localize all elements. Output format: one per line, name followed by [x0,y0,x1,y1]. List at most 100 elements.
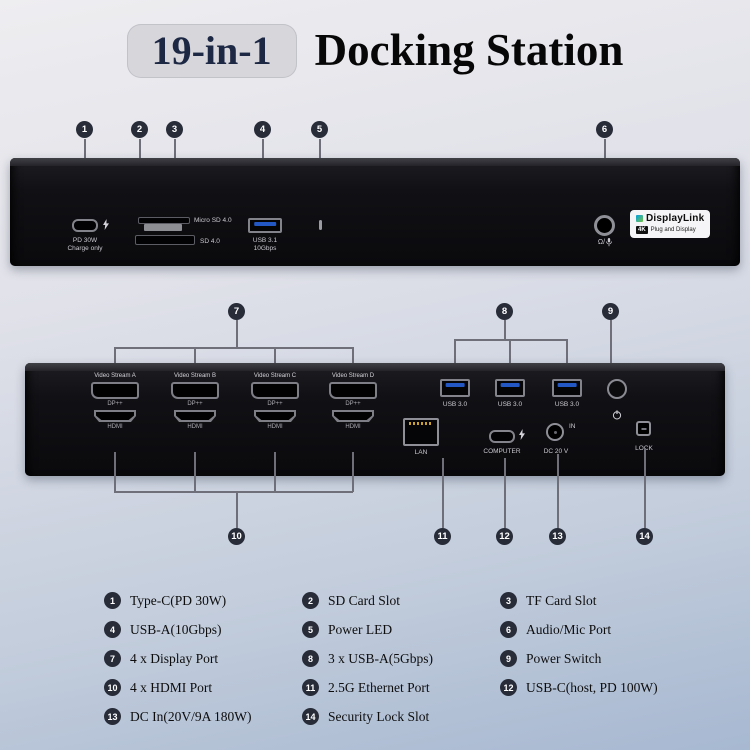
callout-8: 8 [496,303,513,320]
bracket-8-drop-b [509,339,511,380]
callout-13: 13 [549,528,566,545]
callout-14: 14 [636,528,653,545]
callout-bracket-7 [114,347,353,349]
hdmi-port-inner [176,412,214,420]
callout-5: 5 [311,121,328,138]
callout-line-13 [557,454,559,528]
usbc-pd-label: PD 30W Charge only [67,237,103,253]
legend-number: 1 [104,592,121,609]
usb31-label: USB 3.1 10Gbps [252,237,278,253]
power-switch-button [607,379,627,399]
callout-3: 3 [166,121,183,138]
sd-card-protruding [144,224,182,231]
lightning-bolt-icon [519,429,525,440]
legend-item-4: 4 USB-A(10Gbps) [104,621,302,638]
dock-back-view: Video Stream A DP++ HDMI Video Stream B … [25,363,725,476]
hdmi-port [254,410,296,422]
hdmi-port [174,410,216,422]
hdmi-label: HDMI [187,424,203,430]
callout-line-10 [236,491,238,528]
legend-item-14: 14 Security Lock Slot [302,708,500,725]
legend-item-12: 12 USB-C(host, PD 100W) [500,679,680,696]
video-stream-group-a: Video Stream A DP++ HDMI [85,373,145,432]
lock-label: LOCK [624,445,664,453]
usbc-pd-port [72,219,98,232]
legend-label: Power Switch [526,650,602,666]
hdmi-label: HDMI [345,424,361,430]
video-stream-group-c: Video Stream C DP++ HDMI [245,373,305,432]
legend-number: 12 [500,679,517,696]
dp-label: DP++ [345,401,361,407]
hdmi-port-inner [334,412,372,420]
legend-item-2: 2 SD Card Slot [302,592,500,609]
video-stream-label: Video Stream A [94,373,136,379]
dp-label: DP++ [187,401,203,407]
lan-label: LAN [414,449,428,456]
legend-number: 3 [500,592,517,609]
legend-label: 3 x USB-A(5Gbps) [328,650,434,666]
video-stream-group-b: Video Stream B DP++ HDMI [165,373,225,432]
usb3-port [552,379,582,397]
callout-9: 9 [602,303,619,320]
hdmi-port-inner [96,412,134,420]
legend-label: Security Lock Slot [328,708,430,724]
displaylink-tagline: Plug and Display [650,227,696,234]
callout-10: 10 [228,528,245,545]
legend-item-10: 10 4 x HDMI Port [104,679,302,696]
displaylink-logo [636,215,643,222]
count-badge: 19-in-1 [126,24,297,78]
legend-label: USB-C(host, PD 100W) [526,679,658,695]
legend-item-3: 3 TF Card Slot [500,592,680,609]
legend-item-7: 7 4 x Display Port [104,650,302,667]
dp-label: DP++ [107,401,123,407]
displaylink-brand-row: DisplayLink [636,213,704,224]
displaylink-tagline-row: 4K Plug and Display [636,226,704,235]
callout-bracket-8 [454,339,568,341]
callout-line-11 [442,458,444,528]
legend-label: Power LED [328,621,393,637]
legend-label: 2.5G Ethernet Port [328,679,430,695]
bracket-10-rise-d [352,452,354,492]
hdmi-port-inner [256,412,294,420]
ethernet-port [403,418,439,446]
displayport-port [91,382,139,399]
hdmi-label: HDMI [267,424,283,430]
hdmi-label: HDMI [107,424,123,430]
lightning-bolt-icon [103,219,109,230]
legend-number: 2 [302,592,319,609]
sd-label: SD 4.0 [200,238,220,245]
page-title: Docking Station [314,25,624,76]
usb-tongue [500,383,520,387]
legend-label: 4 x Display Port [130,650,219,666]
legend-number: 14 [302,708,319,725]
usb3-label: USB 3.0 [497,401,523,408]
audio-label: Ω/ [580,238,630,247]
callout-line-14 [644,448,646,528]
callout-line-12 [504,458,506,528]
legend-item-11: 11 2.5G Ethernet Port [302,679,500,696]
audio-jack-port [594,215,615,236]
legend-number: 7 [104,650,121,667]
usb-tongue [254,222,276,226]
usb-tongue [445,383,465,387]
video-stream-label: Video Stream D [331,373,375,379]
displayport-port [329,382,377,399]
legend-label: USB-A(10Gbps) [130,621,222,637]
legend-item-5: 5 Power LED [302,621,500,638]
legend-item-6: 6 Audio/Mic Port [500,621,680,638]
bracket-8-drop-c [566,339,568,380]
displaylink-badge: DisplayLink 4K Plug and Display [630,210,711,239]
micro-sd-slot [138,217,190,224]
security-lock-slot [636,421,651,436]
callout-12: 12 [496,528,513,545]
legend-item-9: 9 Power Switch [500,650,680,667]
power-icon [612,410,622,420]
callout-2: 2 [131,121,148,138]
displaylink-brand: DisplayLink [646,213,705,224]
usb3-port [495,379,525,397]
legend-label: Type-C(PD 30W) [130,592,227,608]
bracket-10-rise-a [114,452,116,492]
usbc-host-port [489,430,515,443]
legend: 1 Type-C(PD 30W) 2 SD Card Slot 3 TF Car… [104,586,680,731]
